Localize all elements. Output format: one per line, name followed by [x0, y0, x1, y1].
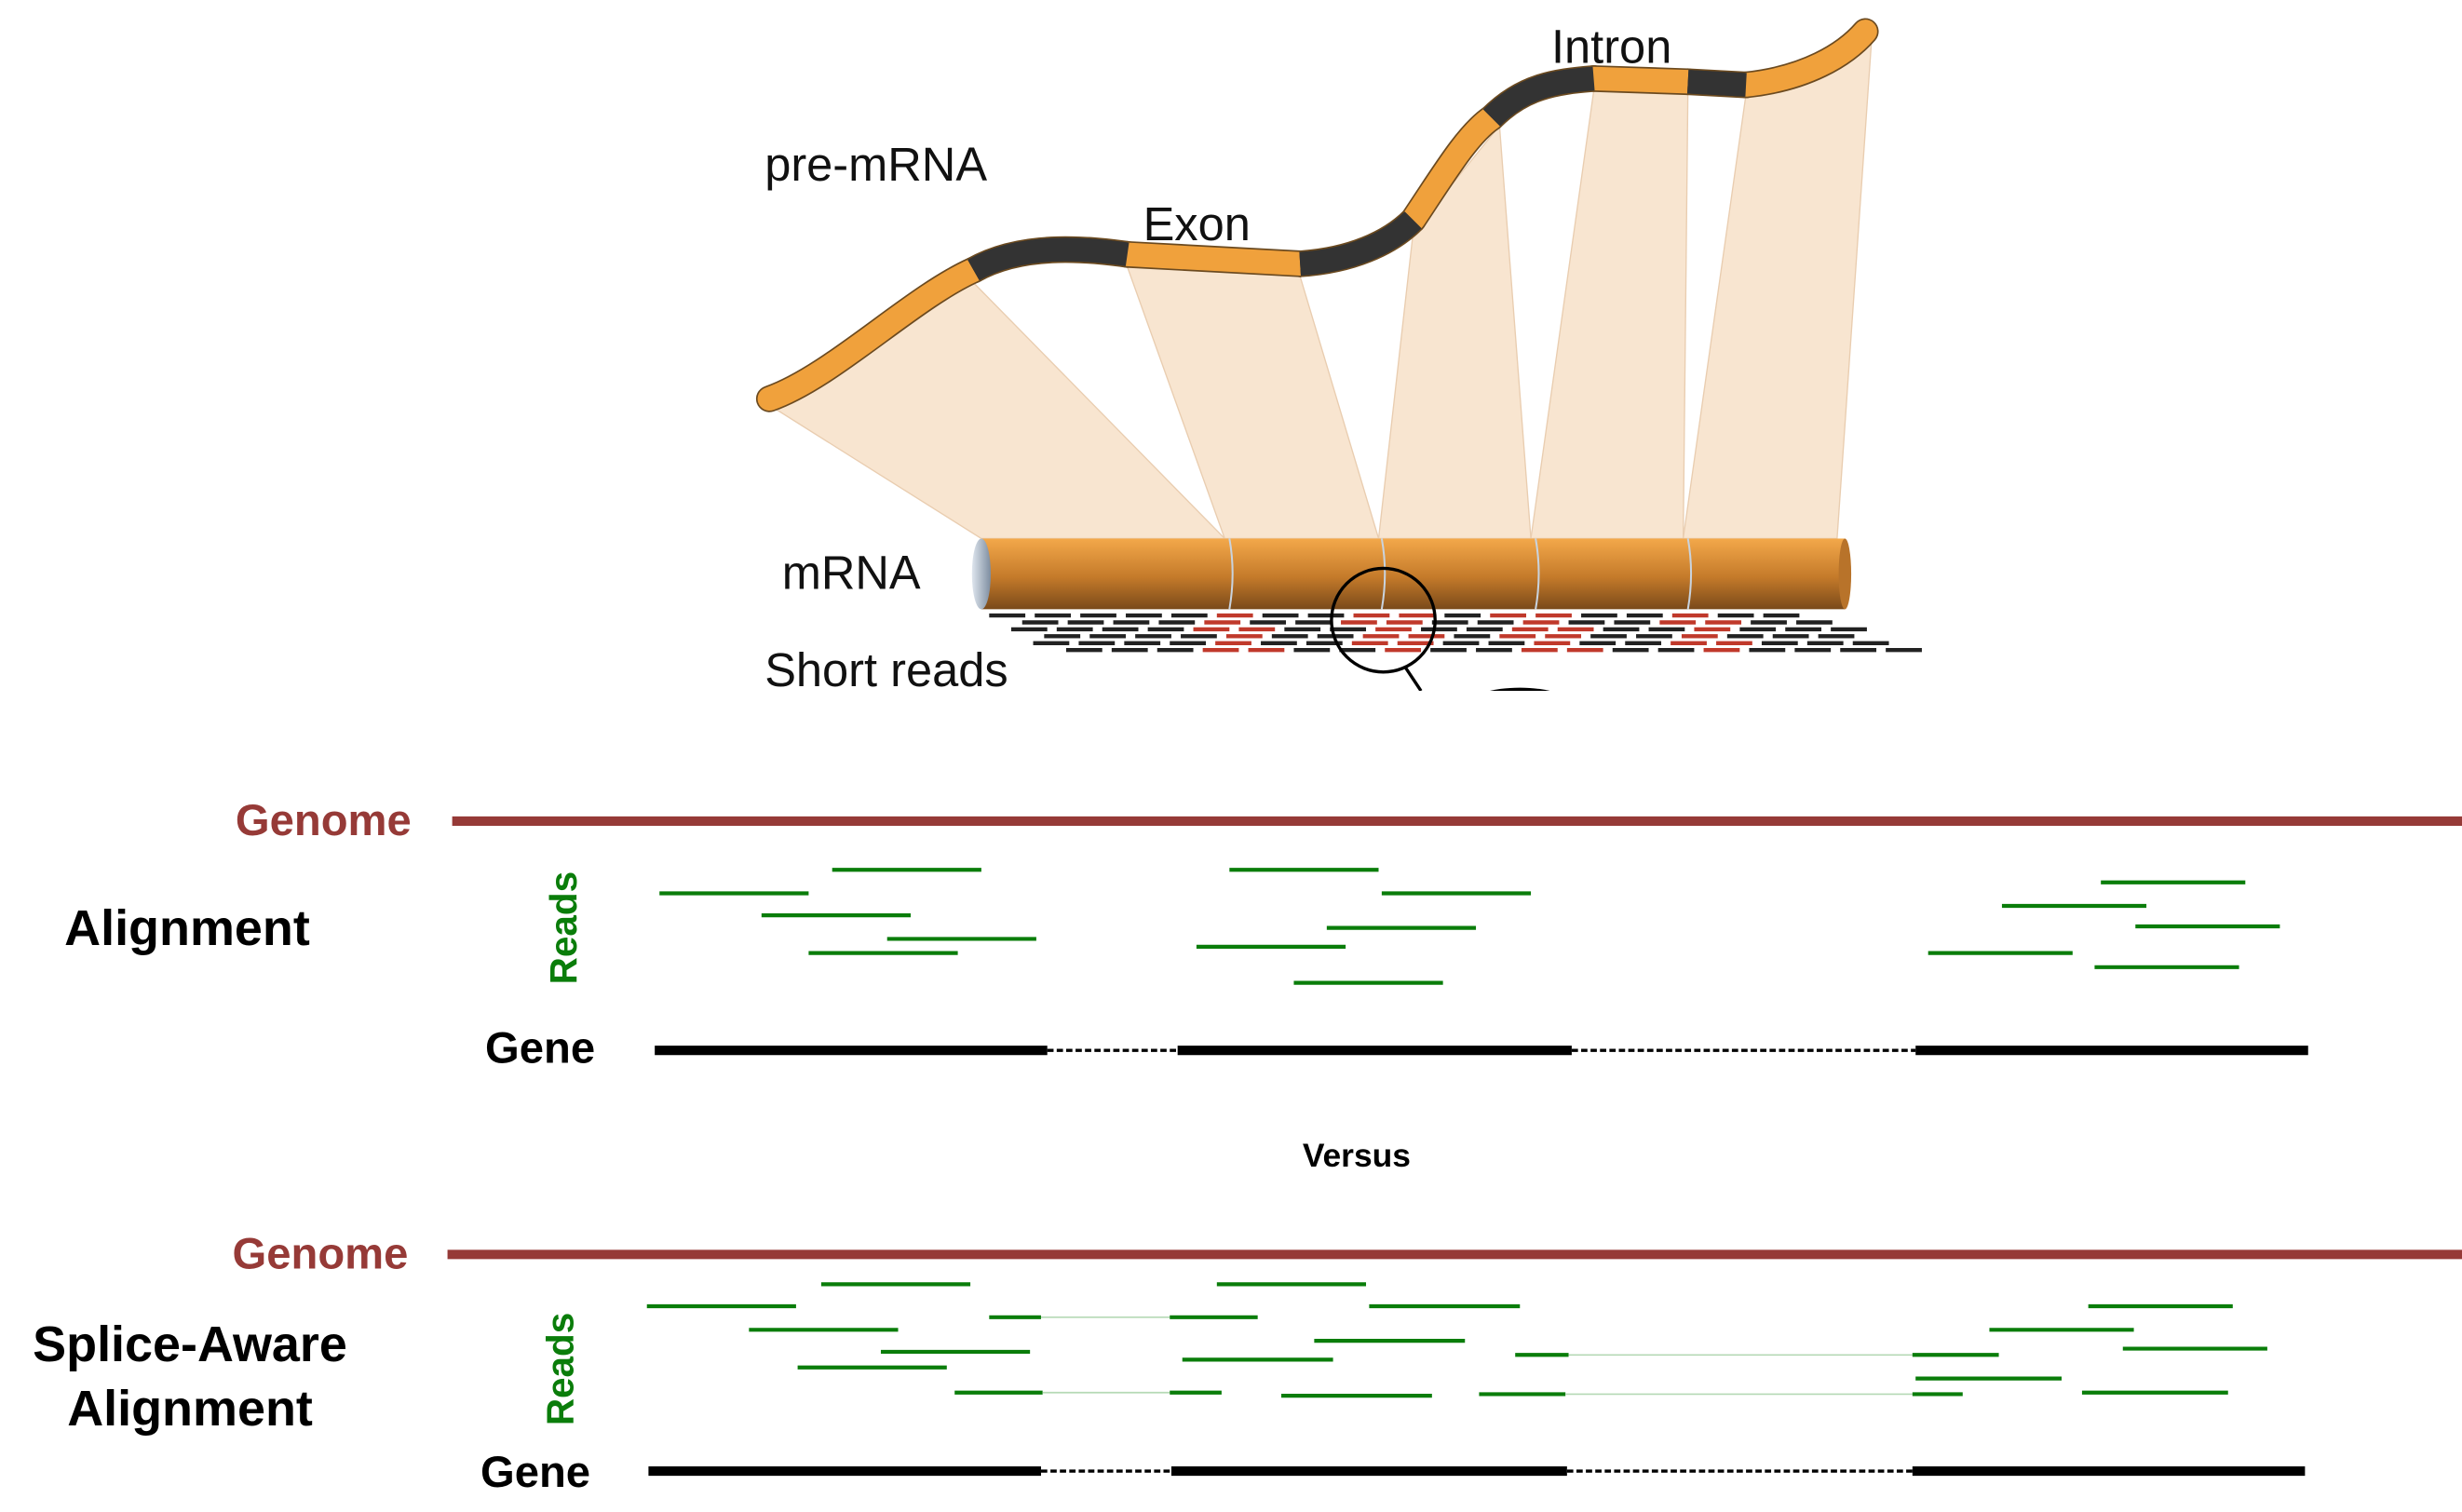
exon-fan — [1377, 124, 1532, 540]
gene-label: Gene — [485, 1024, 595, 1073]
exon-segment — [1116, 242, 1312, 277]
exon-fan — [1682, 38, 1873, 540]
pre-mrna-to-mrna-illustration: pre-mRNA Exon Intron mRNA Short reads — [755, 18, 1922, 696]
pre-mrna-strand — [755, 18, 1879, 412]
mrna-cylinder — [971, 538, 1852, 610]
intron-segment — [1687, 70, 1747, 97]
mrna-label: mRNA — [782, 546, 921, 599]
short-reads-label: Short reads — [764, 643, 1008, 696]
alignment-panel: Genome Alignment Reads Gene — [64, 796, 2462, 1073]
short-reads — [989, 613, 1922, 653]
alignment-title: Alignment — [64, 900, 310, 956]
intron-segment — [1299, 210, 1422, 276]
intron-label: Intron — [1551, 20, 1671, 74]
splice-aware-panel: Genome Splice-Aware Alignment Reads Gene — [33, 1230, 2462, 1497]
exon-segment — [1581, 66, 1700, 94]
exon-fan — [1530, 90, 1689, 540]
exon-segment — [1400, 105, 1504, 232]
exon-label: Exon — [1143, 197, 1251, 250]
reads-axis-label: Reads — [538, 1313, 581, 1425]
gene-label: Gene — [480, 1448, 590, 1497]
splice-aware-title-line1: Splice-Aware — [33, 1316, 347, 1372]
intron-segment — [967, 237, 1130, 281]
magnifier-icon — [1330, 566, 1550, 692]
versus-label: Versus — [1303, 1137, 1411, 1174]
spliced-reads — [646, 1282, 2267, 1398]
pre-mrna-label: pre-mRNA — [764, 138, 987, 191]
exon-junction — [1535, 538, 1540, 610]
genome-label: Genome — [236, 796, 412, 845]
aligned-reads — [659, 868, 2280, 985]
reads-axis-label: Reads — [542, 871, 585, 984]
exon-junction — [1686, 538, 1693, 610]
splice-aware-title-line2: Alignment — [67, 1381, 313, 1437]
exon-segment — [757, 258, 986, 412]
genome-label: Genome — [233, 1230, 409, 1279]
exon-junction — [1228, 538, 1234, 610]
intron-segment — [1482, 66, 1595, 127]
exon-segment — [1734, 20, 1877, 97]
exon-junction — [1380, 538, 1387, 610]
